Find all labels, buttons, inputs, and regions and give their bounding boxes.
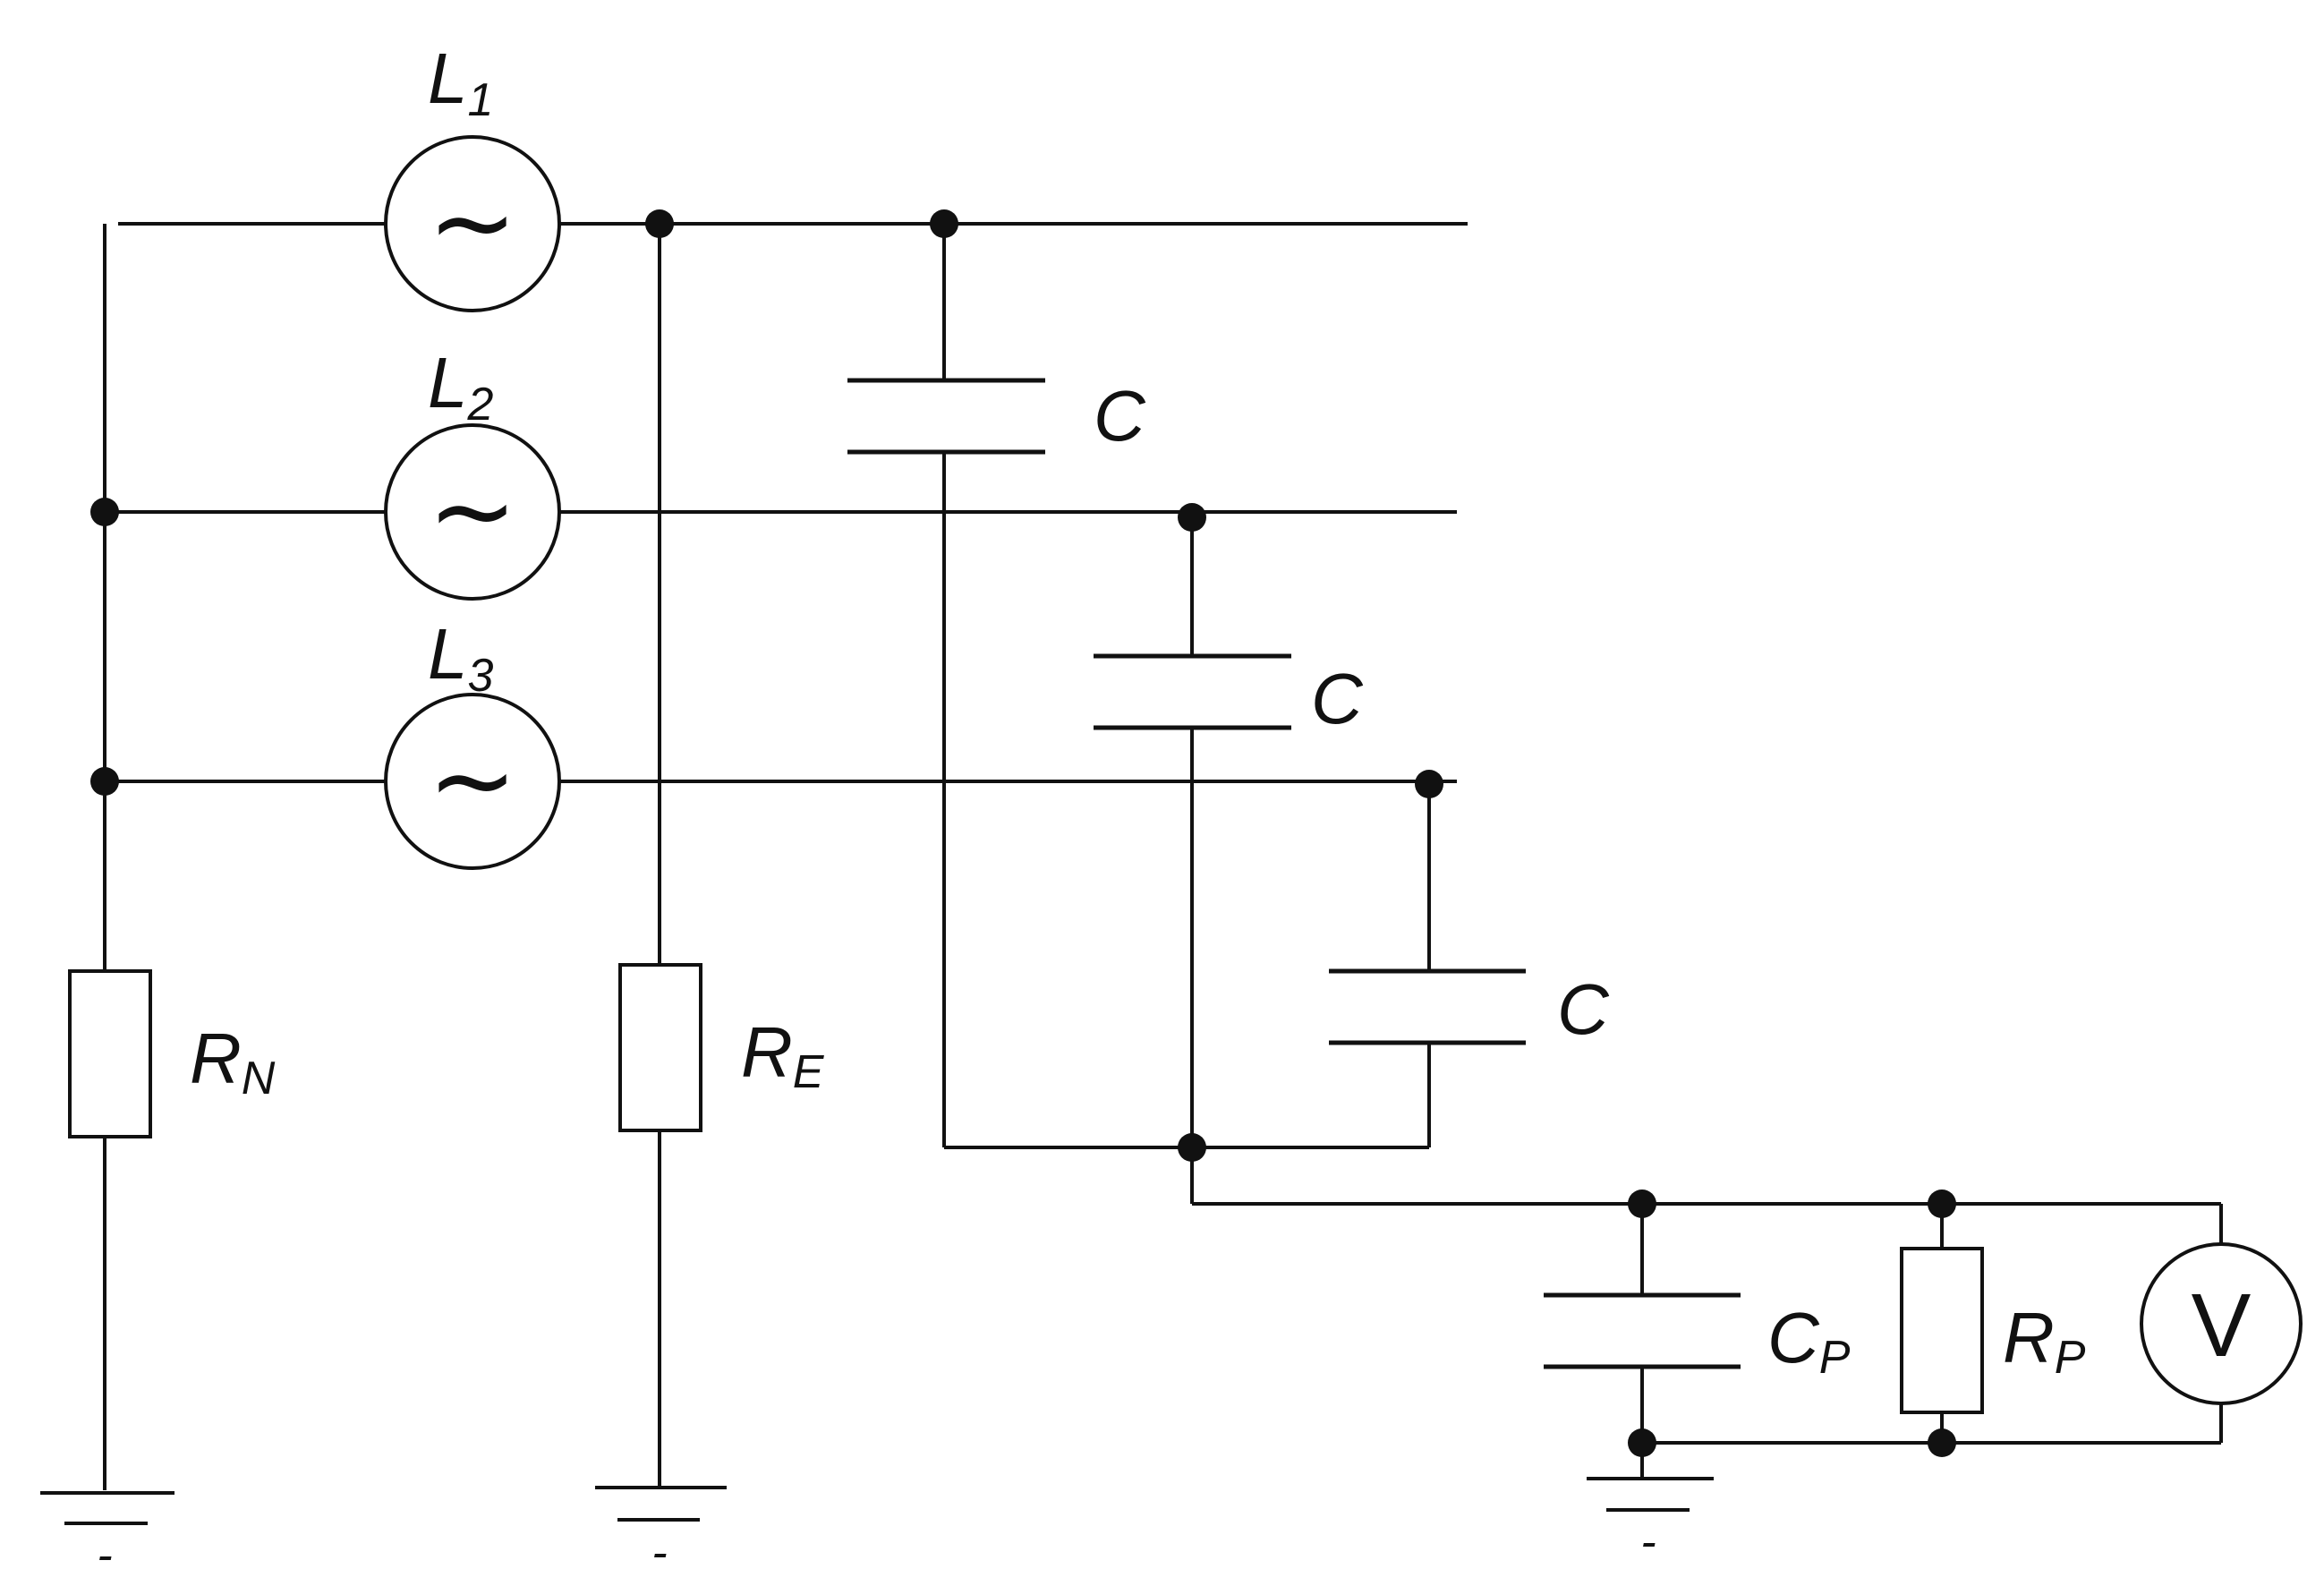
junction-dot <box>930 209 958 238</box>
label-C-mid: C <box>1311 659 1364 738</box>
resistor-RE-icon <box>618 963 702 1132</box>
ground-icon: - <box>1587 1477 1714 1568</box>
label-RE: RE <box>741 1012 825 1098</box>
label-L2: L2 <box>428 343 494 431</box>
ac-source-icon <box>384 693 561 870</box>
source-L1: ~ <box>384 135 561 312</box>
ac-source-glyph: ~ <box>428 449 518 574</box>
voltmeter-icon <box>2140 1242 2303 1405</box>
junction-dot <box>1178 503 1206 532</box>
label-L1: L1 <box>428 38 493 126</box>
source-L3: ~ <box>384 693 561 870</box>
junction-dot <box>1628 1428 1656 1457</box>
label-L3: L3 <box>428 614 494 702</box>
resistor-RN-icon <box>68 969 152 1138</box>
ac-source-glyph: ~ <box>428 719 518 843</box>
voltmeter-label: V <box>2192 1275 2252 1376</box>
label-RP: RP <box>2003 1298 2086 1384</box>
capacitor-C-mid-icon <box>1094 653 1291 730</box>
label-CP: CP <box>1767 1298 1851 1384</box>
junctions <box>90 209 1956 1457</box>
junction-dot <box>90 498 119 526</box>
junction-dot <box>1628 1190 1656 1218</box>
voltmeter: V <box>2140 1242 2303 1405</box>
label-C-top: C <box>1094 376 1146 456</box>
resistor-RP-icon <box>1900 1247 1984 1414</box>
junction-dot <box>1928 1428 1956 1457</box>
junction-dot <box>645 209 674 238</box>
ground-icon: - <box>40 1491 175 1582</box>
capacitor-C-top-icon <box>847 378 1045 455</box>
junction-dot <box>90 767 119 796</box>
junction-dot <box>1178 1133 1206 1162</box>
ground-mark: - <box>97 1530 112 1582</box>
ac-source-glyph: ~ <box>428 161 518 286</box>
ground-icon: - <box>595 1486 727 1579</box>
source-L2: ~ <box>384 423 561 601</box>
ground-mark: - <box>651 1527 667 1579</box>
label-C-bot: C <box>1557 969 1610 1049</box>
capacitor-CP-icon <box>1544 1292 1741 1369</box>
capacitor-C-bot-icon <box>1329 968 1526 1045</box>
ac-source-icon <box>384 423 561 601</box>
label-RN: RN <box>190 1019 276 1104</box>
junction-dot <box>1415 770 1443 798</box>
ac-source-icon <box>384 135 561 312</box>
junction-dot <box>1928 1190 1956 1218</box>
ground-mark: - <box>1640 1516 1656 1568</box>
